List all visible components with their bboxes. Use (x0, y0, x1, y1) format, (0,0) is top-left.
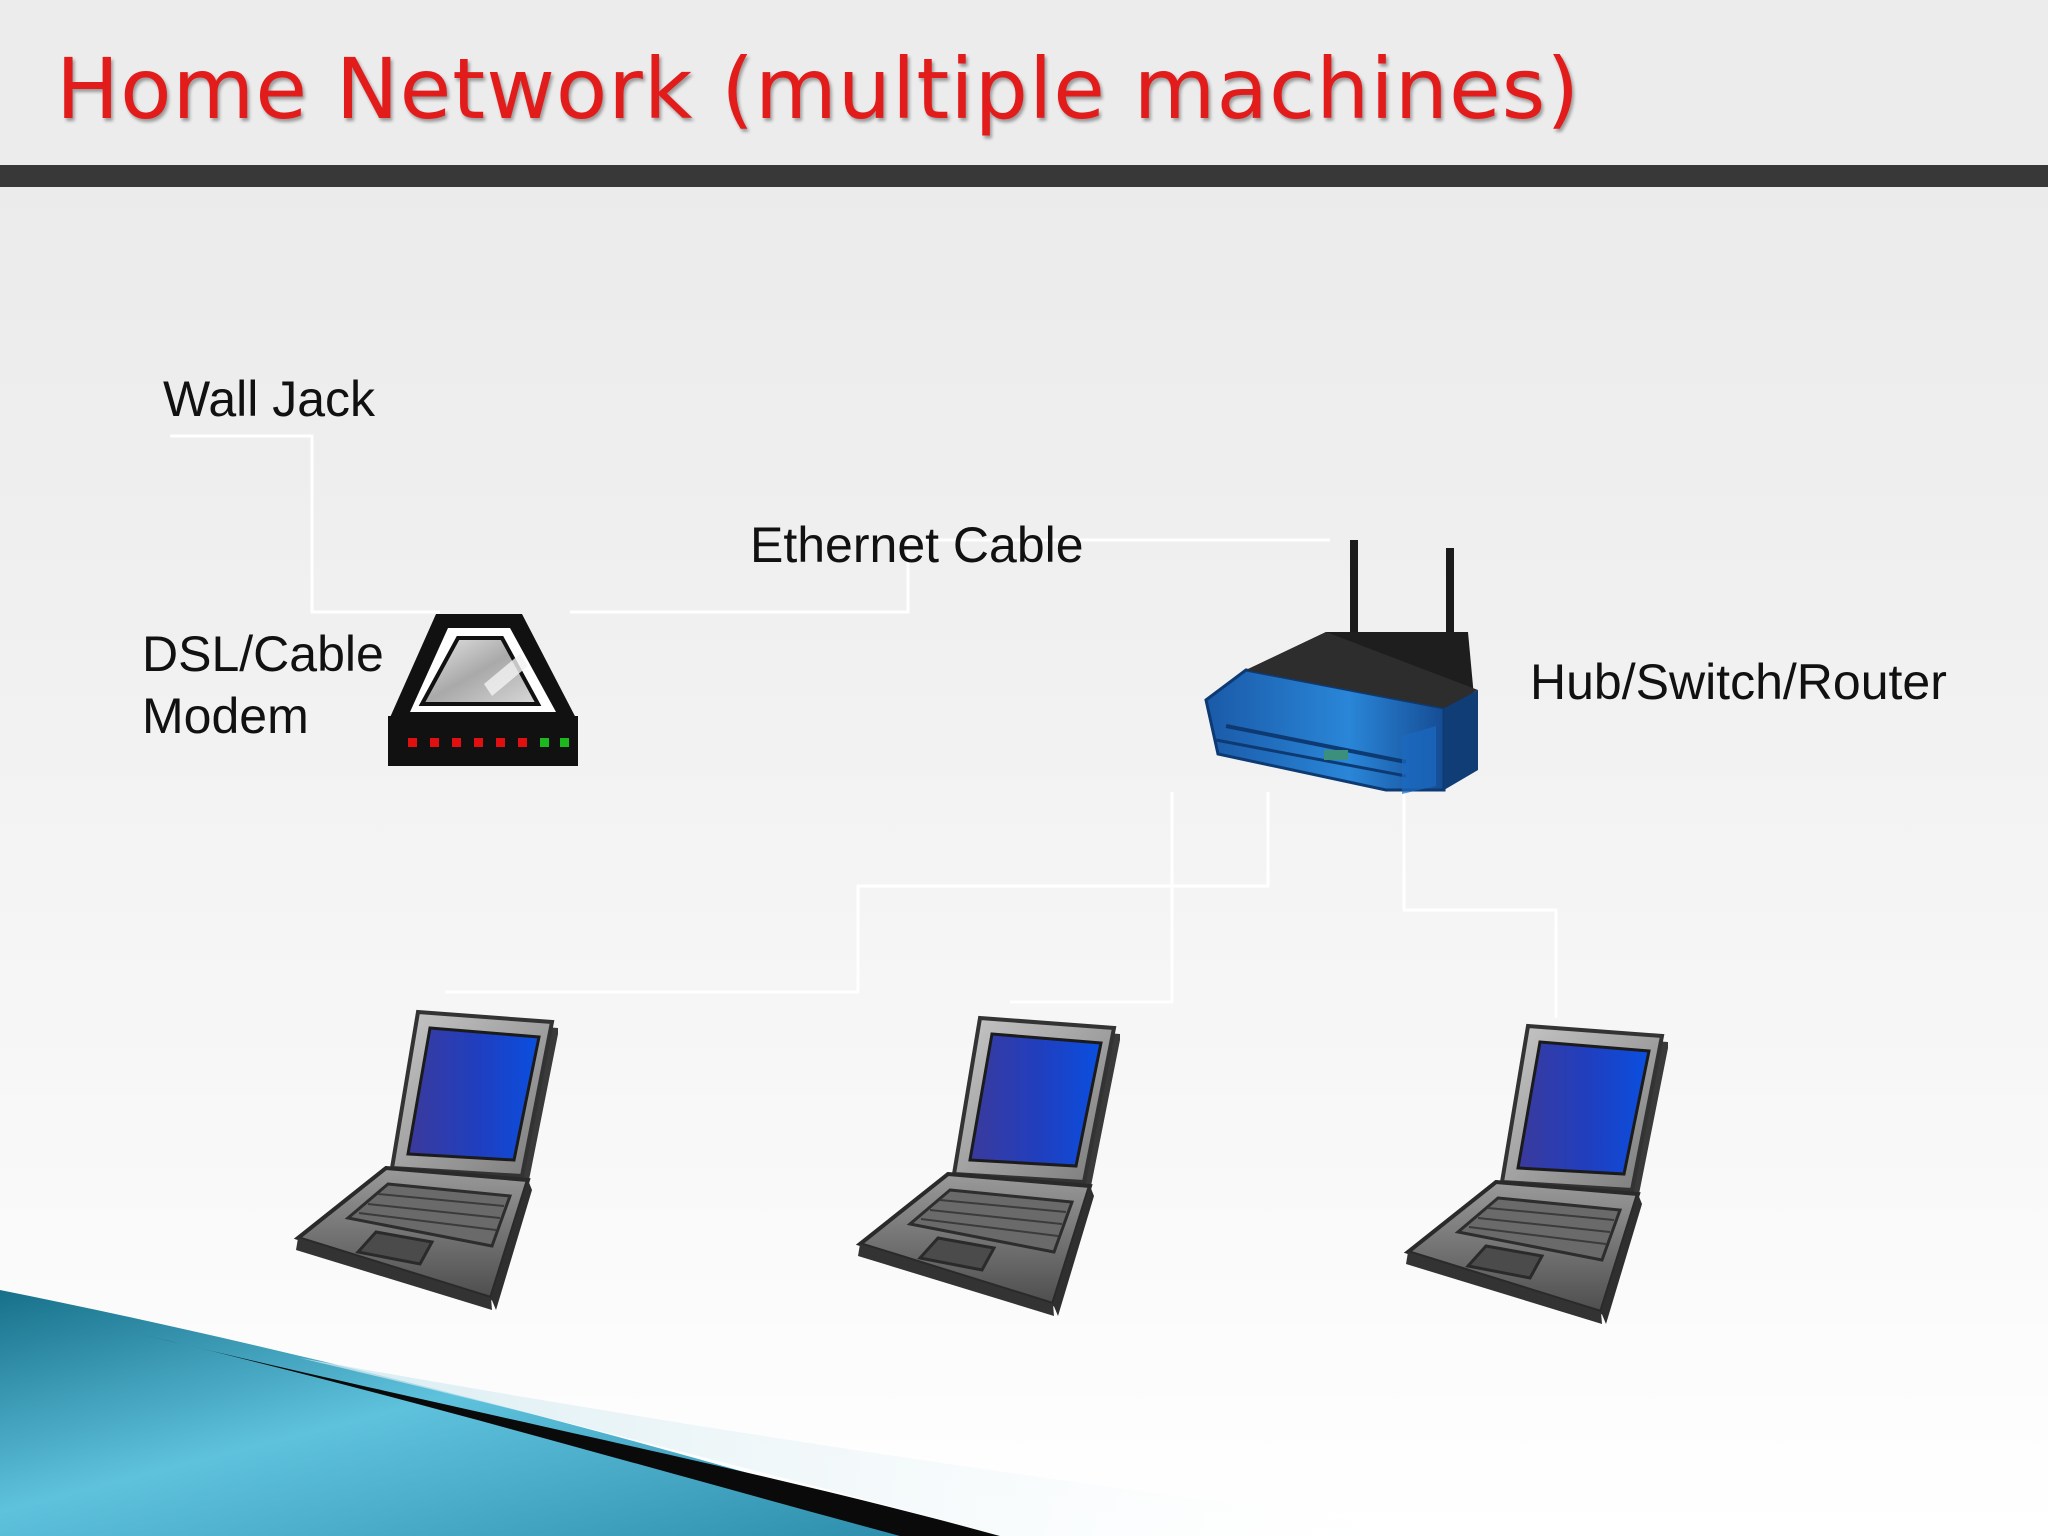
wall-jack-label: Wall Jack (163, 371, 376, 427)
modem-label-line2: Modem (142, 688, 309, 744)
title-bar: Home Network (multiple machines) (0, 0, 2048, 165)
laptop-1-icon (294, 1010, 560, 1312)
router-to-laptop-2-cable (1010, 792, 1174, 1004)
modem-label-line1: DSL/Cable (142, 626, 384, 682)
slide-title: Home Network (multiple machines) (56, 40, 1581, 138)
modem-to-router-cable (570, 538, 1330, 614)
decorative-footer-swoosh (0, 1290, 1500, 1536)
modem-icon (388, 614, 578, 766)
wall-jack-cable (170, 434, 440, 614)
router-to-laptop-1-cable (445, 792, 1270, 994)
modem-status-leds (408, 738, 569, 747)
cable-lines (170, 434, 1558, 1018)
router-label: Hub/Switch/Router (1530, 654, 1947, 710)
title-divider (0, 165, 2048, 187)
ethernet-cable-label: Ethernet Cable (750, 517, 1084, 573)
wireless-router-icon (1204, 540, 1478, 794)
router-to-laptop-3-cable (1402, 792, 1558, 1018)
